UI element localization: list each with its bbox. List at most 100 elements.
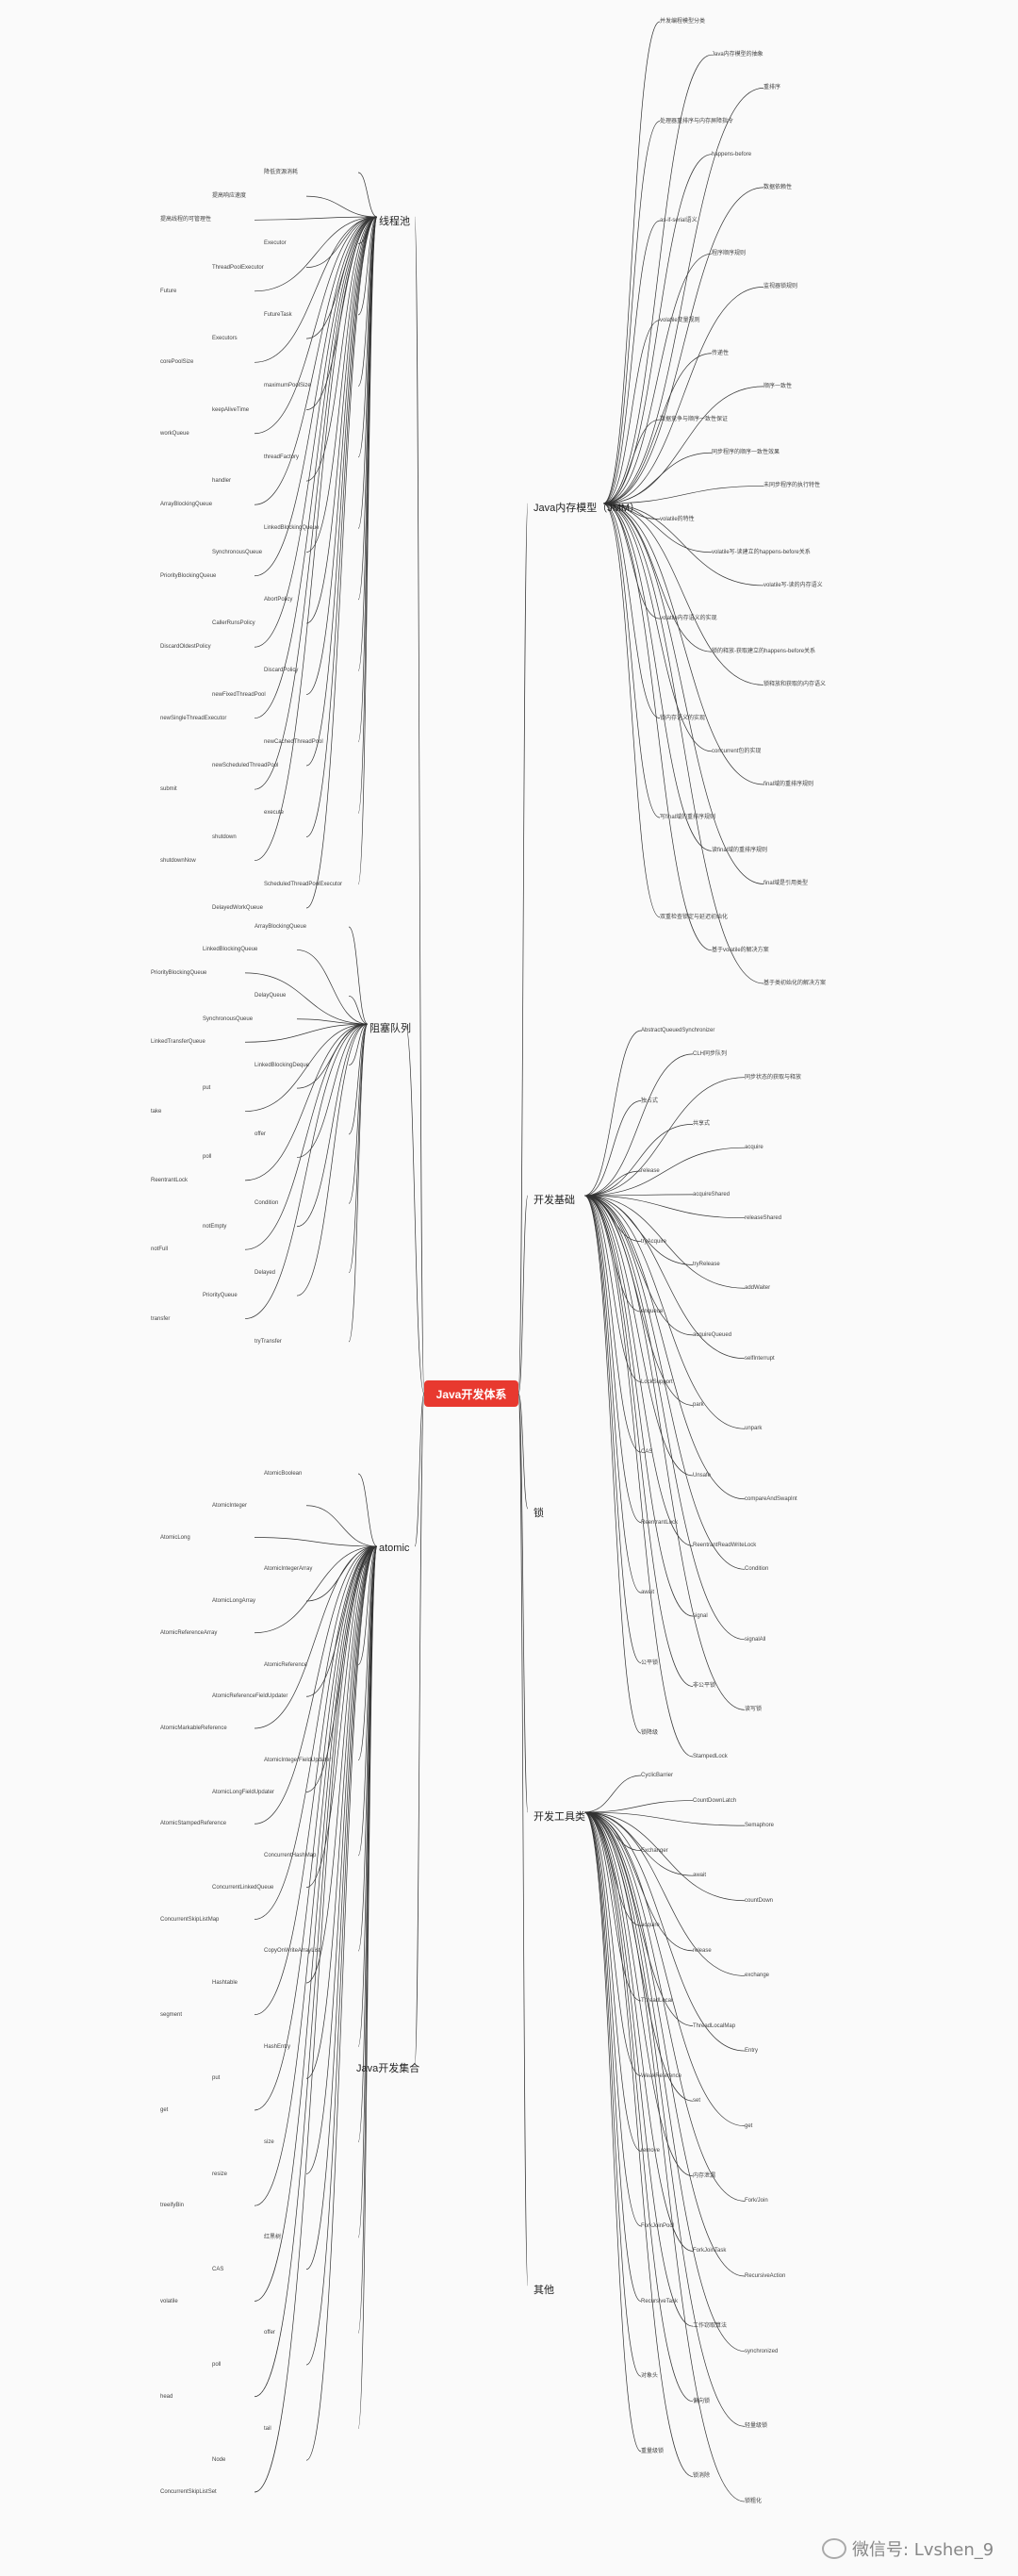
leaf-node[interactable]: get — [160, 2107, 169, 2113]
leaf-node[interactable]: ReentrantLock — [641, 1519, 679, 1526]
leaf-node[interactable]: Semaphore — [745, 1823, 775, 1829]
leaf-node[interactable]: exchange — [745, 1973, 770, 1979]
leaf-node[interactable]: 红黑树 — [264, 2235, 282, 2240]
leaf-node[interactable]: synchronized — [745, 2348, 779, 2354]
leaf-node[interactable]: ConcurrentLinkedQueue — [212, 1884, 274, 1891]
leaf-node[interactable]: CopyOnWriteArrayList — [264, 1948, 320, 1955]
branch-jmm[interactable]: Java内存模型（JMM） — [534, 503, 641, 514]
leaf-node[interactable]: newScheduledThreadPool — [212, 763, 279, 769]
leaf-node[interactable]: treeifyBin — [160, 2203, 185, 2209]
leaf-node[interactable]: Java内存模型的抽象 — [712, 52, 764, 58]
leaf-node[interactable]: workQueue — [160, 430, 189, 437]
leaf-node[interactable]: head — [160, 2393, 173, 2400]
leaf-node[interactable]: ConcurrentSkipListSet — [160, 2489, 217, 2495]
leaf-node[interactable]: ConcurrentHashMap — [264, 1853, 317, 1858]
leaf-node[interactable]: remove — [641, 2148, 661, 2155]
leaf-node[interactable]: compareAndSwapInt — [745, 1495, 797, 1502]
leaf-node[interactable]: happens-before — [712, 151, 752, 157]
leaf-node[interactable]: 锁降级 — [641, 1730, 659, 1737]
leaf-node[interactable]: addWaiter — [745, 1285, 771, 1292]
leaf-node[interactable]: enqueue — [641, 1309, 664, 1315]
leaf-node[interactable]: ThreadLocal — [641, 1997, 673, 2004]
leaf-node[interactable]: volatile写-读建立的happens-before关系 — [712, 549, 811, 555]
leaf-node[interactable]: CAS — [212, 2266, 224, 2272]
leaf-node[interactable]: ArrayBlockingQueue — [254, 924, 307, 930]
leaf-node[interactable]: PriorityBlockingQueue — [151, 969, 207, 976]
leaf-node[interactable]: selfInterrupt — [745, 1355, 775, 1362]
leaf-node[interactable]: acquireShared — [693, 1191, 731, 1197]
leaf-node[interactable]: DelayQueue — [254, 993, 287, 999]
leaf-node[interactable]: shutdown — [212, 834, 237, 840]
leaf-node[interactable]: 顺序一致性 — [764, 383, 793, 389]
leaf-node[interactable]: Executor — [264, 240, 287, 247]
leaf-node[interactable]: execute — [264, 810, 285, 817]
leaf-node[interactable]: WeakReference — [641, 2072, 681, 2079]
leaf-node[interactable]: CountDownLatch — [693, 1797, 737, 1804]
leaf-node[interactable]: corePoolSize — [160, 359, 194, 366]
leaf-node[interactable]: poll — [212, 2362, 222, 2368]
leaf-node[interactable]: Fork/Join — [745, 2198, 768, 2204]
leaf-node[interactable]: resize — [212, 2171, 228, 2177]
leaf-node[interactable]: release — [693, 1947, 712, 1954]
branch-basics[interactable]: 开发基础 — [534, 1195, 575, 1206]
leaf-node[interactable]: 偏向锁 — [693, 2398, 711, 2404]
leaf-node[interactable]: AbortPolicy — [264, 596, 293, 603]
leaf-node[interactable]: Condition — [254, 1200, 279, 1207]
leaf-node[interactable]: ArrayBlockingQueue — [160, 502, 213, 508]
branch-dev-tools[interactable]: 开发工具类 — [534, 1811, 585, 1823]
leaf-node[interactable]: LinkedBlockingQueue — [203, 947, 258, 953]
leaf-node[interactable]: ScheduledThreadPoolExecutor — [264, 881, 343, 887]
leaf-node[interactable]: AtomicBoolean — [264, 1471, 303, 1477]
leaf-node[interactable]: newSingleThreadExecutor — [160, 715, 227, 721]
leaf-node[interactable]: Future — [160, 288, 177, 294]
leaf-node[interactable]: AtomicIntegerArray — [264, 1566, 313, 1573]
leaf-node[interactable]: acquireQueued — [693, 1331, 732, 1338]
leaf-node[interactable]: 同步程序的顺序一致性效果 — [712, 450, 780, 456]
branch-other[interactable]: 其他 — [534, 2285, 554, 2296]
leaf-node[interactable]: 监视器锁规则 — [764, 284, 798, 290]
leaf-node[interactable]: tryTransfer — [254, 1339, 282, 1345]
leaf-node[interactable]: 读写锁 — [745, 1707, 763, 1713]
leaf-node[interactable]: Executors — [212, 336, 238, 342]
branch-atomic[interactable]: atomic — [379, 1543, 410, 1554]
leaf-node[interactable]: 公平锁 — [641, 1660, 659, 1666]
leaf-node[interactable]: park — [693, 1402, 704, 1409]
leaf-node[interactable]: LockSupport — [641, 1379, 673, 1385]
leaf-node[interactable]: SynchronousQueue — [203, 1016, 254, 1022]
leaf-node[interactable]: 数据竞争与顺序一致性保证 — [660, 417, 729, 423]
leaf-node[interactable]: 对象头 — [641, 2373, 659, 2380]
leaf-node[interactable]: tryAcquire — [641, 1238, 667, 1245]
leaf-node[interactable]: 降低资源消耗 — [264, 170, 299, 175]
leaf-node[interactable]: AtomicMarkableReference — [160, 1726, 227, 1731]
leaf-node[interactable]: keepAliveTime — [212, 406, 250, 413]
leaf-node[interactable]: volatile的特性 — [660, 516, 695, 522]
leaf-node[interactable]: CyclicBarrier — [641, 1773, 674, 1778]
leaf-node[interactable]: AtomicLong — [160, 1534, 190, 1541]
leaf-node[interactable]: ThreadPoolExecutor — [212, 264, 264, 271]
leaf-node[interactable]: AtomicLongFieldUpdater — [212, 1789, 275, 1795]
leaf-node[interactable]: Node — [212, 2457, 226, 2464]
leaf-node[interactable]: AtomicReference — [264, 1661, 308, 1668]
leaf-node[interactable]: segment — [160, 2011, 183, 2018]
leaf-node[interactable]: 轻量级锁 — [745, 2423, 768, 2430]
leaf-node[interactable]: size — [264, 2138, 274, 2145]
leaf-node[interactable]: LinkedTransferQueue — [151, 1039, 205, 1046]
branch-thread-pool[interactable]: 线程池 — [379, 216, 410, 227]
leaf-node[interactable]: 未同步程序的执行特性 — [764, 483, 821, 489]
leaf-node[interactable]: newFixedThreadPool — [212, 691, 266, 698]
leaf-node[interactable]: countDown — [745, 1897, 774, 1904]
leaf-node[interactable]: AtomicLongArray — [212, 1598, 256, 1604]
leaf-node[interactable]: acquire — [745, 1145, 764, 1151]
leaf-node[interactable]: Unsafe — [693, 1472, 712, 1478]
leaf-node[interactable]: tryRelease — [693, 1262, 720, 1268]
leaf-node[interactable]: 读final域的重排序规则 — [712, 848, 768, 854]
leaf-node[interactable]: 锁粗化 — [745, 2499, 763, 2504]
leaf-node[interactable]: get — [745, 2122, 753, 2129]
leaf-node[interactable]: submit — [160, 786, 177, 793]
leaf-node[interactable]: Entry — [745, 2048, 759, 2055]
leaf-node[interactable]: concurrent包的实现 — [712, 748, 762, 754]
leaf-node[interactable]: tail — [264, 2425, 271, 2432]
leaf-node[interactable]: await — [693, 1873, 707, 1879]
leaf-node[interactable]: RecursiveTask — [641, 2298, 679, 2304]
leaf-node[interactable]: AtomicIntegerFieldUpdater — [264, 1757, 332, 1763]
